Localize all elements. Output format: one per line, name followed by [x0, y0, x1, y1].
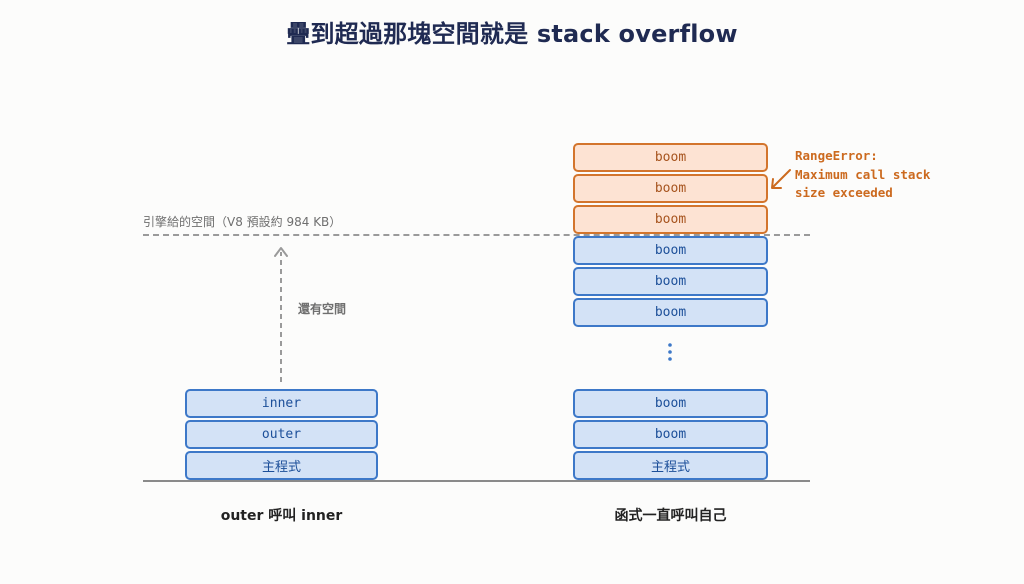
error-line-2: Maximum call stack [795, 166, 931, 182]
right-frame-lower-2: boom [573, 420, 768, 449]
room-remaining-label: 還有空間 [298, 302, 347, 316]
overflow-frame-1: boom [573, 143, 768, 172]
left-frame-inner: inner [185, 389, 378, 418]
stack-limit-line [143, 234, 810, 236]
room-arrow-icon [274, 247, 288, 382]
left-frame-outer: outer [185, 420, 378, 449]
error-line-3: size exceeded [795, 185, 893, 200]
ellipsis-icon [668, 343, 672, 361]
right-frame-upper-2: boom [573, 267, 768, 296]
overflow-frame-3: boom [573, 205, 768, 234]
overflow-frame-2: boom [573, 174, 768, 203]
diagram-title: 疊到超過那塊空間就是 stack overflow [286, 20, 738, 48]
right-frame-lower-1: boom [573, 389, 768, 418]
stack-baseline [143, 480, 810, 482]
right-caption: 函式一直呼叫自己 [614, 508, 727, 524]
error-arrow-icon [771, 169, 791, 189]
error-line-1: RangeError: [795, 148, 878, 163]
left-frame-main: 主程式 [185, 451, 378, 480]
right-frame-main: 主程式 [573, 451, 768, 480]
stack-limit-label: 引擎給的空間（V8 預設約 984 KB） [143, 215, 342, 229]
right-frame-upper-1: boom [573, 236, 768, 265]
right-frame-upper-3: boom [573, 298, 768, 327]
left-caption: outer 呼叫 inner [220, 508, 343, 524]
range-error-message: RangeError: Maximum call stack size exce… [795, 147, 930, 203]
